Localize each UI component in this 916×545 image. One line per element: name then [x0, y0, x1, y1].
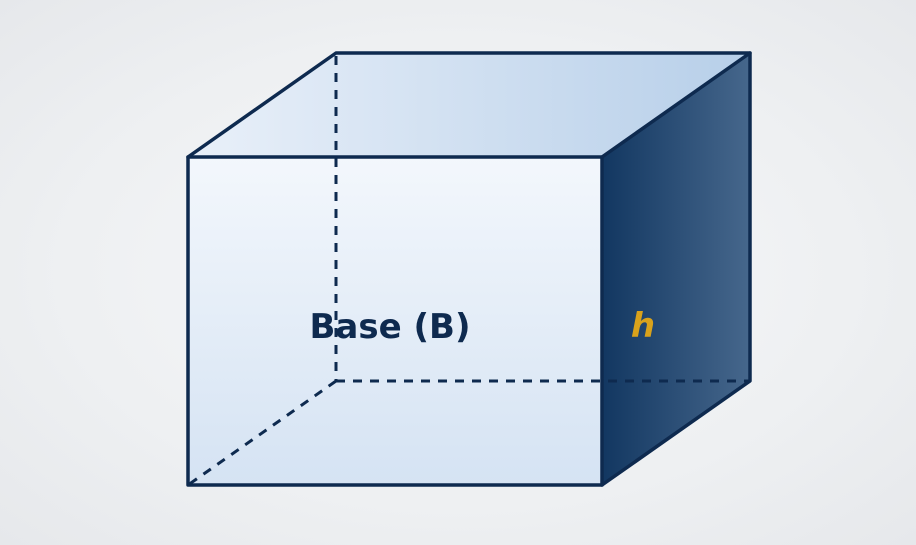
hidden-edges [187, 56, 750, 487]
top-face-outline [186, 51, 752, 159]
hidden-depth-edge [187, 379, 337, 487]
front-face [188, 157, 602, 485]
front-face-outline [186, 155, 604, 487]
visible-edges [186, 51, 752, 487]
height-label: h [631, 306, 655, 346]
side-face [602, 53, 750, 485]
base-label: Base (B) [310, 307, 471, 347]
top-face [188, 53, 750, 157]
side-face-outline [600, 51, 752, 487]
